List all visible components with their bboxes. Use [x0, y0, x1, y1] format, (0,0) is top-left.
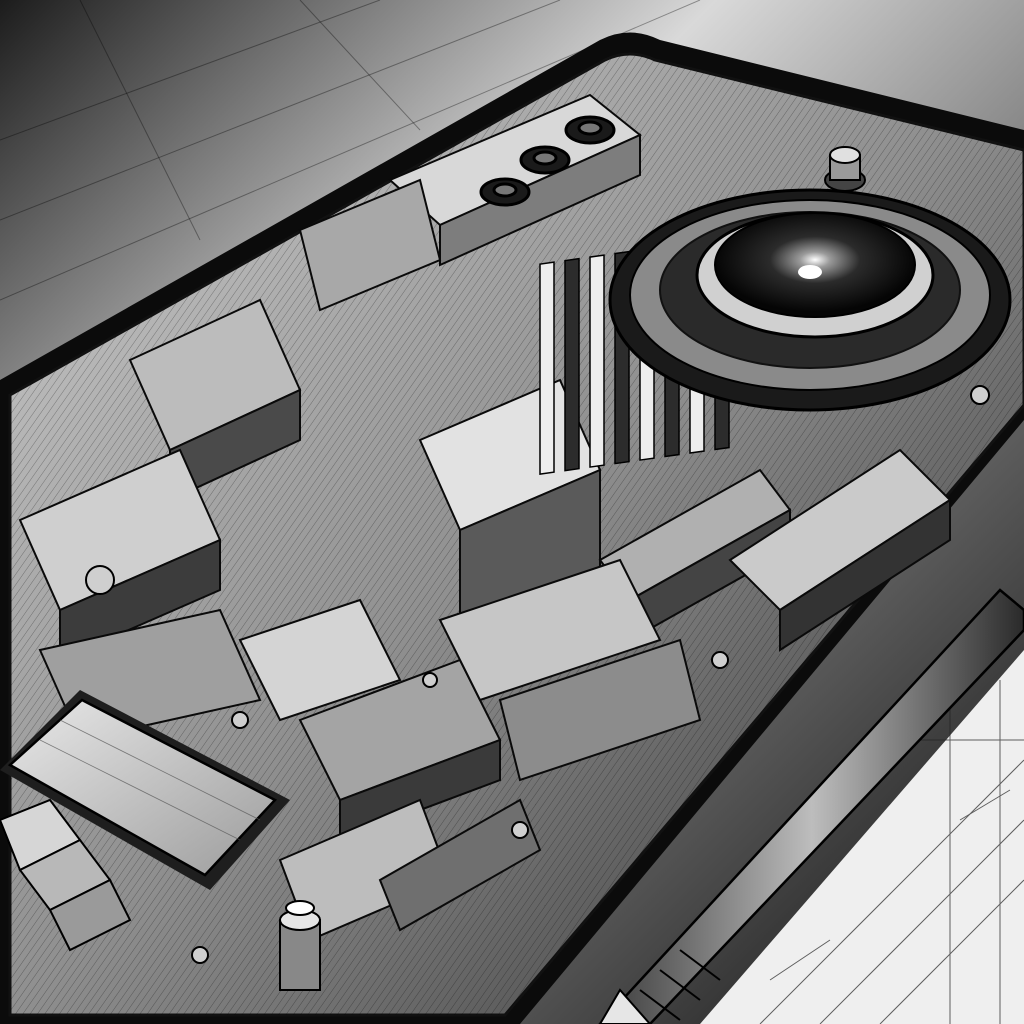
- bolt: [279, 900, 321, 991]
- screws: [85, 385, 990, 964]
- knob: [824, 146, 866, 192]
- camera-lens: [608, 188, 1012, 412]
- stylus-pen: [598, 588, 1024, 1024]
- screen-module: [0, 690, 290, 890]
- port-holes: [479, 115, 616, 207]
- battery-cells: [0, 798, 132, 952]
- blueprint-sheet: [700, 650, 1024, 1024]
